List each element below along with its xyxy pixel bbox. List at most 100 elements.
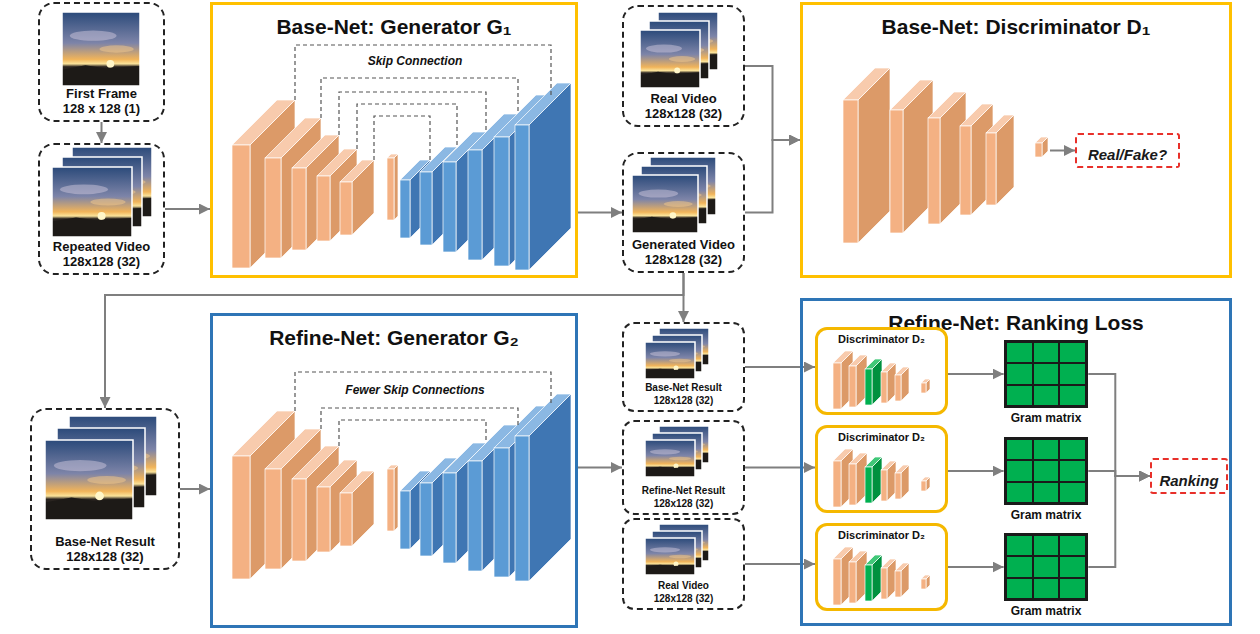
video-size: 128x128 (32) [645, 252, 722, 267]
frame-cloud [90, 199, 125, 206]
block-front [849, 562, 856, 603]
video-name: Base-Net Result [645, 381, 722, 394]
block-front [292, 479, 306, 561]
video-name: Real Video [658, 579, 709, 592]
block-front [443, 473, 456, 563]
block-top [895, 563, 909, 571]
frame-cloud [650, 449, 680, 454]
discriminator-label: Discriminator D₂ [818, 430, 945, 444]
block-top [833, 351, 853, 363]
frame-cloud [650, 351, 680, 356]
frame-cloud [70, 31, 117, 41]
block-front [986, 133, 996, 205]
block-front [849, 464, 856, 505]
video-frame [645, 538, 695, 575]
layer-block [921, 575, 930, 589]
video-name: Base-Net Result [55, 534, 155, 549]
block-front [895, 375, 901, 401]
matrix-label: Gram matrix [1004, 508, 1089, 523]
frame-border [632, 175, 698, 233]
arrow-connector [578, 467, 622, 469]
block-front [400, 491, 410, 549]
network-panel: Base-Net: Discriminator D₁ Real/Fake? [800, 2, 1232, 278]
panel-note: Skip Connection [365, 53, 466, 69]
frame-cloud [664, 201, 693, 207]
block-front [468, 461, 482, 571]
frame-cloud [639, 190, 679, 198]
matrix-cell [1006, 482, 1033, 503]
block-top [340, 160, 374, 182]
block-front [890, 110, 903, 233]
layer-block [865, 457, 882, 503]
video-name: First Frame [66, 86, 137, 101]
layer-block [986, 115, 1014, 205]
block-top [986, 115, 1014, 133]
output-box: Ranking [1150, 458, 1228, 494]
skip-connection-line [321, 408, 518, 429]
frame-cloud [669, 555, 691, 559]
frame-ground [640, 72, 700, 88]
block-top [960, 104, 993, 126]
block-front [843, 100, 858, 243]
frame-border [645, 342, 695, 379]
layer-block [921, 379, 930, 393]
matrix-cell [1059, 535, 1086, 556]
block-front [515, 436, 529, 581]
block-front [387, 158, 394, 220]
block-front [265, 469, 281, 569]
matrix-cell [1006, 556, 1033, 577]
video-frame [632, 175, 698, 233]
layer-block [849, 551, 867, 603]
arrow-connector [180, 488, 210, 490]
video-box: First Frame128 x 128 (1) [38, 2, 165, 122]
block-top [833, 449, 853, 461]
discriminator-label: Discriminator D₂ [818, 332, 945, 346]
block-front [443, 162, 456, 252]
matrix-cell [1033, 342, 1060, 363]
network-panel: Refine-Net: Ranking LossDiscriminator D₂… [800, 298, 1232, 626]
frame-sky [645, 440, 695, 477]
block-front [420, 172, 432, 245]
block-front [494, 137, 509, 266]
arrow-connector [948, 470, 1004, 472]
frame-ground [645, 467, 695, 477]
video-size: 128x128 (32) [654, 592, 714, 605]
frame-ground [632, 217, 698, 233]
skip-connection-line [339, 420, 486, 446]
block-side [394, 154, 398, 220]
skip-connection-line [374, 116, 430, 160]
frame-cloud [669, 457, 691, 461]
gram-matrix: Gram matrix [1004, 533, 1089, 621]
output-box: Real/Fake? [1075, 133, 1180, 168]
matrix-cell [1033, 385, 1060, 406]
matrix-cell [1059, 482, 1086, 503]
frame-border [45, 440, 133, 520]
arrow-connector [1088, 476, 1150, 567]
arrow-connector [1088, 374, 1150, 476]
video-size: 128x128 (32) [654, 394, 714, 407]
panel-note: Fewer Skip Connections [342, 382, 487, 398]
frame-sky [640, 30, 700, 88]
layer-block [865, 555, 882, 601]
matrix-cell [1006, 385, 1033, 406]
video-size: 128x128 (32) [645, 106, 722, 121]
layer-block [843, 68, 890, 243]
layer-block [515, 83, 571, 270]
matrix-grid [1004, 533, 1089, 601]
block-top [515, 83, 571, 125]
video-size: 128x128 (32) [63, 254, 140, 269]
video-box: Generated Video128x128 (32) [622, 152, 745, 273]
block-top [387, 465, 398, 469]
panel-title: Base-Net: Discriminator D₁ [803, 14, 1229, 40]
block-top [849, 355, 867, 366]
panel-title: Base-Net: Generator G₁ [213, 14, 575, 40]
frame-border [640, 30, 700, 88]
layer-block [881, 363, 896, 403]
matrix-cell [1059, 578, 1086, 599]
frame-cloud [87, 476, 126, 484]
video-size: 128x128 (32) [654, 497, 714, 510]
block-front [865, 467, 872, 503]
frame-cloud [650, 547, 680, 552]
video-name: Generated Video [632, 237, 735, 252]
arrow-connector [948, 373, 1004, 375]
